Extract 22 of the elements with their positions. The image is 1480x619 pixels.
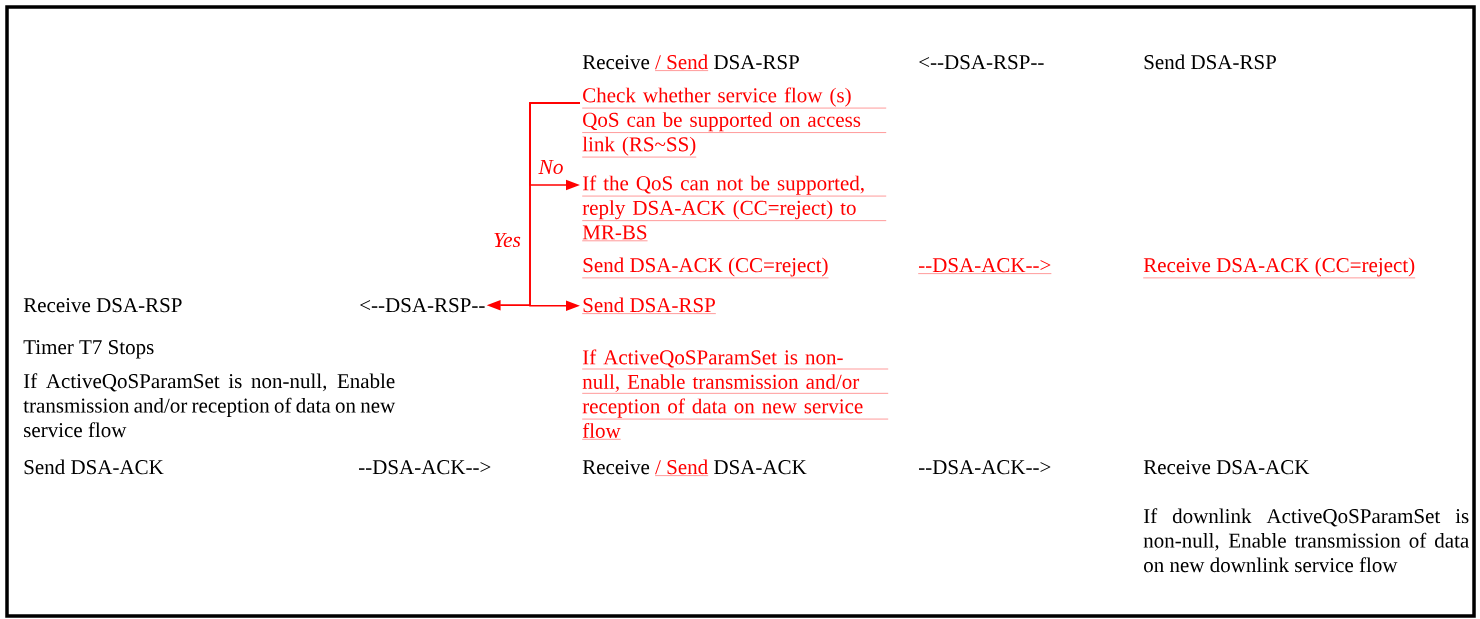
step-text: <--DSA-RSP-- [360,298,485,313]
step-text: Send DSA-ACK (CC=reject) [582,257,829,279]
step-text: If the QoS can not be supported, reply DSA-ACK (CC=reject) to MR-BS [582,175,887,241]
step-text: Receive DSA-RSP [23,298,182,313]
step-text: If downlink ActiveQoSParamSet is non-null, Enable transmission of data on new downlink service flow [1143,508,1469,573]
step-text: Receive DSA-ACK (CC=reject) [1143,257,1416,279]
step-text: If ActiveQoSParamSet is non-null, Enable transmission and/or reception of data on new service flow [582,349,889,440]
message-label: <--DSA-RSP-- [919,55,1044,70]
step-text: Send DSA-RSP [1144,54,1276,70]
message-label: --DSA-ACK--> [918,258,1052,274]
step-text: Receive / Send DSA-ACK [582,459,807,476]
step-text: Receive / Send DSA-RSP [582,54,799,71]
step-text: Send DSA-RSP [582,297,717,314]
step-text: If ActiveQoSParamSet is non-null, Enable transmission and/or reception of data on new service flow [23,373,396,438]
edge-label: No [537,158,565,176]
message-label: --DSA-ACK--> [919,460,1051,475]
step-text: Timer T7 Stops [23,340,154,359]
step-text: Receive DSA-ACK [1143,460,1310,475]
message-label: --DSA-ACK--> [359,460,491,475]
edge-label: Yes [492,231,522,249]
step-text: Send DSA-ACK [24,459,164,475]
step-text: Check whether service flow (s) QoS can be supported on access link (RS~SS) [582,87,887,158]
